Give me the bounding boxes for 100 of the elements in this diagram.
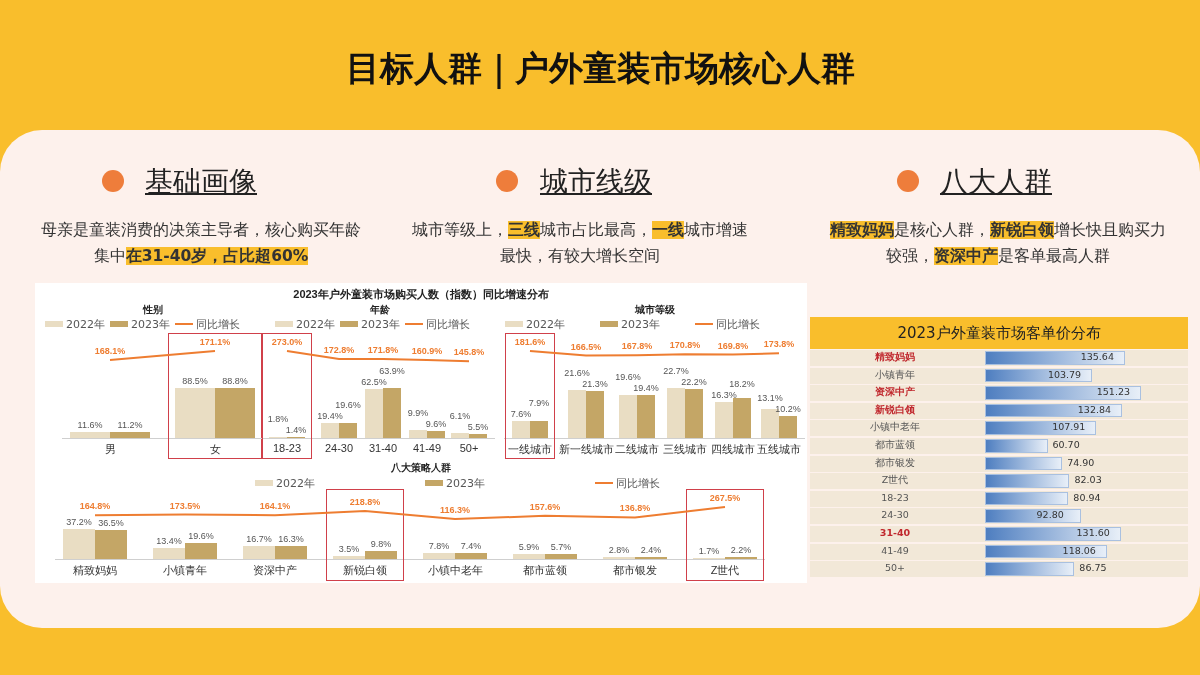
legend-label: 2023年 [446,476,485,491]
legend-label: 2022年 [66,317,105,332]
category-label: 新一线城市 [558,442,614,457]
legend-label: 2022年 [296,317,335,332]
value-label: 7.8% [428,540,450,551]
section-heading: 八大人群 [940,164,1052,200]
value-label: 9.8% [370,539,392,550]
growth-label: 167.8% [621,341,653,352]
category-label: 精致妈妈 [73,563,117,578]
growth-label: 173.8% [763,339,795,350]
value-label: 74.90 [1067,456,1095,468]
category-label: 精致妈妈 [874,351,916,364]
value-label: 2.8% [608,544,630,555]
value-label: 3.5% [338,544,360,555]
value-label: 88.5% [182,376,208,387]
category-label: 二线城市 [615,442,659,457]
category-label: 都市蓝领 [874,439,916,452]
category-label: 都市蓝领 [523,563,567,578]
value-label: 9.6% [425,418,447,429]
value-label: 1.8% [267,413,289,424]
value-label: 13.4% [156,536,182,547]
growth-label: 172.8% [323,345,355,355]
value-label: 62.5% [361,377,387,388]
value-label: 107.91 [1052,421,1086,433]
category-label: 四线城市 [711,442,755,457]
section-heading: 基础画像 [145,164,257,200]
value-label: 6.1% [449,410,471,421]
category-label: 18-23 [880,491,910,503]
category-label: 一线城市 [508,442,552,457]
value-label: 60.70 [1052,439,1080,450]
category-label: 男 [104,442,116,457]
section-heading: 城市线级 [540,164,652,200]
page-title: 目标人群｜户外童装市场核心人群 [344,47,856,91]
category-label: 新锐白领 [343,563,387,578]
value-label: 80.94 [1073,491,1101,503]
chart-subtitle: 性别 [143,303,163,317]
value-label: 22.7% [663,366,689,377]
category-label: Z世代 [880,474,910,488]
value-label: 19.4% [633,383,659,394]
value-label: 9.9% [407,407,429,418]
legend-label: 2023年 [131,317,170,332]
category-label: 新锐白领 [874,403,916,417]
category-label: 都市银发 [613,563,657,578]
legend-label: 2023年 [621,317,660,332]
value-label: 16.3% [278,533,304,544]
category-label: 41-49 [412,442,442,454]
growth-label: 116.3% [440,505,470,516]
category-label: 小镇青年 [163,563,207,578]
growth-label: 171.8% [367,345,399,356]
category-label: 小镇中老年 [427,563,483,578]
paragraph: 母亲是童装消费的决策主导者，核心购买年龄集中在31-40岁，占比超60% [40,220,362,267]
value-label: 88.8% [222,376,248,387]
growth-label: 171.1% [199,337,231,347]
value-label: 21.3% [582,379,608,390]
growth-label: 273.0% [271,337,303,347]
legend-label: 同比增长 [616,476,660,491]
category-label: 50+ [883,562,907,574]
category-label: 31-40 [878,527,912,538]
growth-label: 157.6% [529,501,561,512]
value-label: 135.64 [1080,351,1114,362]
paragraph: 城市等级上，三线城市占比最高，一线城市增速最快，有较大增长空间 [411,220,749,267]
legend-label: 同比增长 [196,317,240,332]
growth-label: 168.1% [94,346,126,356]
value-label: 16.3% [711,390,737,401]
value-label: 2.4% [640,545,662,556]
category-label: 小镇中老年 [869,421,921,435]
category-label: 五线城市 [757,442,801,457]
chart-subtitle: 年龄 [370,303,390,317]
legend-label: 同比增长 [716,317,760,332]
growth-label: 169.8% [717,340,749,351]
category-label: 小镇青年 [874,368,916,382]
chart-title: 2023年户外童装市场购买人数（指数）同比增速分布 [293,287,549,302]
value-label: 19.6% [188,531,214,542]
value-label: 13.1% [757,392,783,403]
table-header: 2023户外童装市场客单价分布 [810,317,1188,349]
value-label: 1.4% [285,424,307,435]
value-label: 86.75 [1079,562,1107,574]
growth-label: 145.8% [453,347,485,358]
category-label: 都市银发 [874,456,916,470]
value-label: 19.6% [335,399,361,410]
growth-label: 136.8% [619,503,651,514]
value-label: 7.4% [460,541,482,552]
value-label: 63.9% [379,366,405,377]
value-label: 118.06 [1062,544,1096,556]
legend-label: 同比增长 [426,317,470,332]
value-label: 11.6% [77,419,103,430]
value-label: 1.7% [698,545,720,556]
category-label: Z世代 [710,563,740,578]
growth-label: 170.8% [669,340,701,351]
value-label: 19.4% [317,410,343,421]
value-label: 37.2% [66,517,92,528]
category-label: 41-49 [880,544,910,556]
growth-label: 218.8% [349,496,381,507]
value-label: 22.2% [681,377,707,388]
value-label: 5.9% [518,542,540,553]
value-label: 36.5% [98,517,124,528]
value-label: 7.9% [528,398,550,409]
category-label: 18-23 [272,442,302,454]
value-label: 10.2% [775,403,801,414]
growth-label: 164.1% [259,501,291,512]
